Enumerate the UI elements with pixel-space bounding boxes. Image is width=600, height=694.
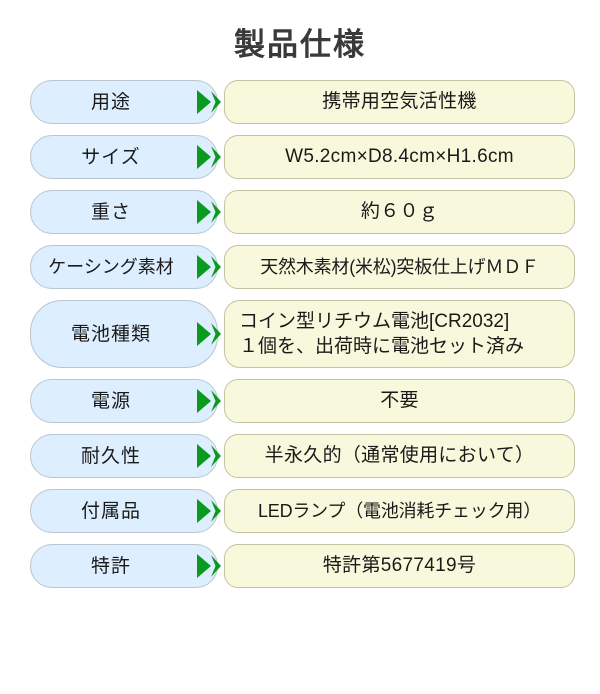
spec-value-text: 天然木素材(米松)突板仕上げＭＤＦ	[260, 257, 539, 278]
spec-table: 用途 携帯用空気活性機 サイズ W5.2cm×D8.4cm×H1.6cm	[0, 80, 600, 589]
table-row: 特許 特許第5677419号	[0, 544, 600, 589]
spec-label-cell: 電源	[30, 379, 218, 424]
spec-label-cell: サイズ	[30, 135, 218, 180]
table-row: 電池種類 コイン型リチウム電池[CR2032] １個を、出荷時に電池セット済み	[0, 300, 600, 369]
spec-value-cell: LEDランプ（電池消耗チェック用）	[224, 489, 575, 534]
spec-label-cell: 付属品	[30, 489, 218, 534]
spec-value-text: 携帯用空気活性機	[322, 91, 477, 113]
table-row: 重さ 約６０ｇ	[0, 190, 600, 235]
spec-value-cell: 天然木素材(米松)突板仕上げＭＤＦ	[224, 245, 575, 290]
spec-label-text: 特許	[90, 555, 131, 577]
spec-label-text: ケーシング素材	[48, 257, 174, 278]
spec-value-cell: 不要	[224, 379, 575, 424]
spec-value-text: 不要	[380, 390, 419, 412]
spec-label-cell: 電池種類	[30, 300, 218, 369]
spec-label-text: 電池種類	[70, 323, 151, 345]
spec-label-text: 重さ	[90, 201, 131, 223]
spec-label-text: 電源	[90, 390, 131, 412]
spec-value-cell: 特許第5677419号	[224, 544, 575, 589]
spec-value-text: 半永久的（通常使用において）	[264, 445, 535, 467]
spec-label-cell: 特許	[30, 544, 218, 589]
spec-value-cell: 携帯用空気活性機	[224, 80, 575, 125]
table-row: サイズ W5.2cm×D8.4cm×H1.6cm	[0, 135, 600, 180]
table-row: 付属品 LEDランプ（電池消耗チェック用）	[0, 489, 600, 534]
spec-value-text: W5.2cm×D8.4cm×H1.6cm	[285, 146, 514, 168]
page-title: 製品仕様	[234, 27, 366, 62]
spec-label-text: 用途	[90, 91, 131, 113]
spec-value-cell: 半永久的（通常使用において）	[224, 434, 575, 479]
spec-label-cell: 耐久性	[30, 434, 218, 479]
table-row: 用途 携帯用空気活性機	[0, 80, 600, 125]
spec-label-text: 耐久性	[80, 445, 141, 467]
table-row: 耐久性 半永久的（通常使用において）	[0, 434, 600, 479]
spec-value-text: 約６０ｇ	[360, 201, 439, 223]
spec-value-text: 特許第5677419号	[322, 555, 477, 577]
spec-label-cell: 用途	[30, 80, 218, 125]
spec-label-text: サイズ	[81, 146, 141, 168]
spec-value-cell: W5.2cm×D8.4cm×H1.6cm	[224, 135, 575, 180]
spec-label-text: 付属品	[80, 500, 141, 522]
spec-value-text: LEDランプ（電池消耗チェック用）	[257, 501, 542, 522]
spec-label-cell: ケーシング素材	[30, 245, 218, 290]
table-row: ケーシング素材 天然木素材(米松)突板仕上げＭＤＦ	[0, 245, 600, 290]
spec-value-cell: コイン型リチウム電池[CR2032] １個を、出荷時に電池セット済み	[224, 300, 575, 369]
spec-value-cell: 約６０ｇ	[224, 190, 575, 235]
table-row: 電源 不要	[0, 379, 600, 424]
spec-label-cell: 重さ	[30, 190, 218, 235]
spec-value-text: コイン型リチウム電池[CR2032] １個を、出荷時に電池セット済み	[239, 310, 525, 358]
